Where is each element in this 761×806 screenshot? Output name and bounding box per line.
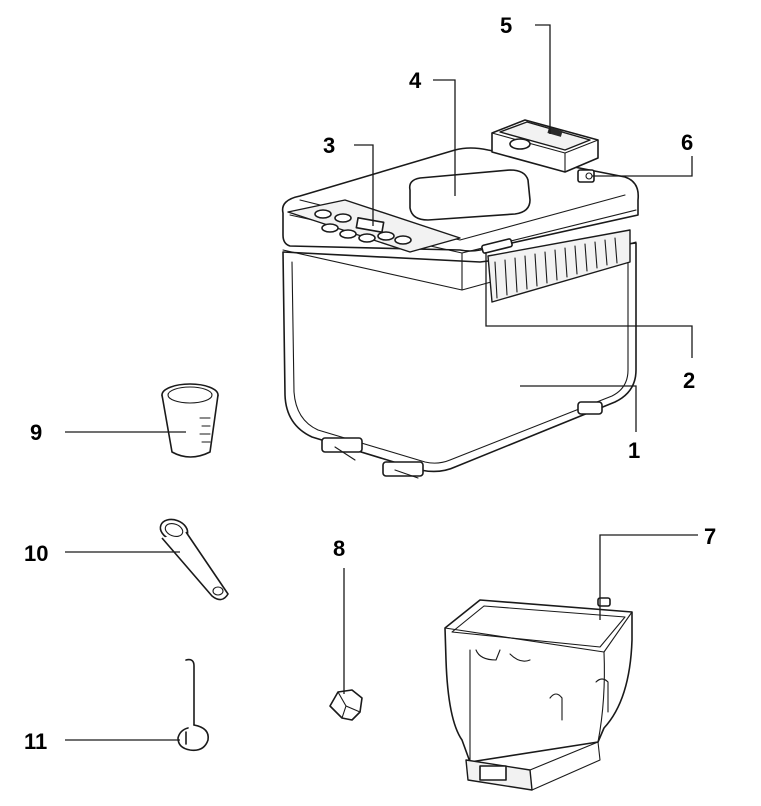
callout-9: 9 — [30, 420, 42, 445]
callout-11: 11 — [24, 729, 47, 754]
fruit-dispenser — [491, 119, 599, 173]
bread-maker-body — [282, 242, 637, 479]
callout-4: 4 — [409, 68, 422, 93]
control-panel — [287, 199, 461, 253]
air-vent — [481, 229, 631, 303]
viewing-window — [408, 169, 531, 221]
hook-tool — [177, 658, 210, 752]
bread-pan — [444, 597, 633, 791]
callout-2: 2 — [683, 368, 695, 393]
callout-5: 5 — [500, 13, 512, 38]
measuring-cup — [161, 383, 219, 458]
callout-8: 8 — [333, 536, 345, 561]
callout-3: 3 — [323, 133, 335, 158]
callout-6: 6 — [681, 130, 693, 155]
leader-lines — [65, 24, 698, 741]
callout-10: 10 — [24, 541, 48, 566]
callout-1: 1 — [628, 438, 640, 463]
callout-7: 7 — [704, 524, 716, 549]
callout-labels: 1 2 3 4 5 6 7 8 9 10 11 — [24, 13, 716, 754]
kneading-paddle — [329, 689, 363, 721]
measuring-spoon — [159, 518, 229, 601]
lid-hinge — [577, 169, 595, 183]
